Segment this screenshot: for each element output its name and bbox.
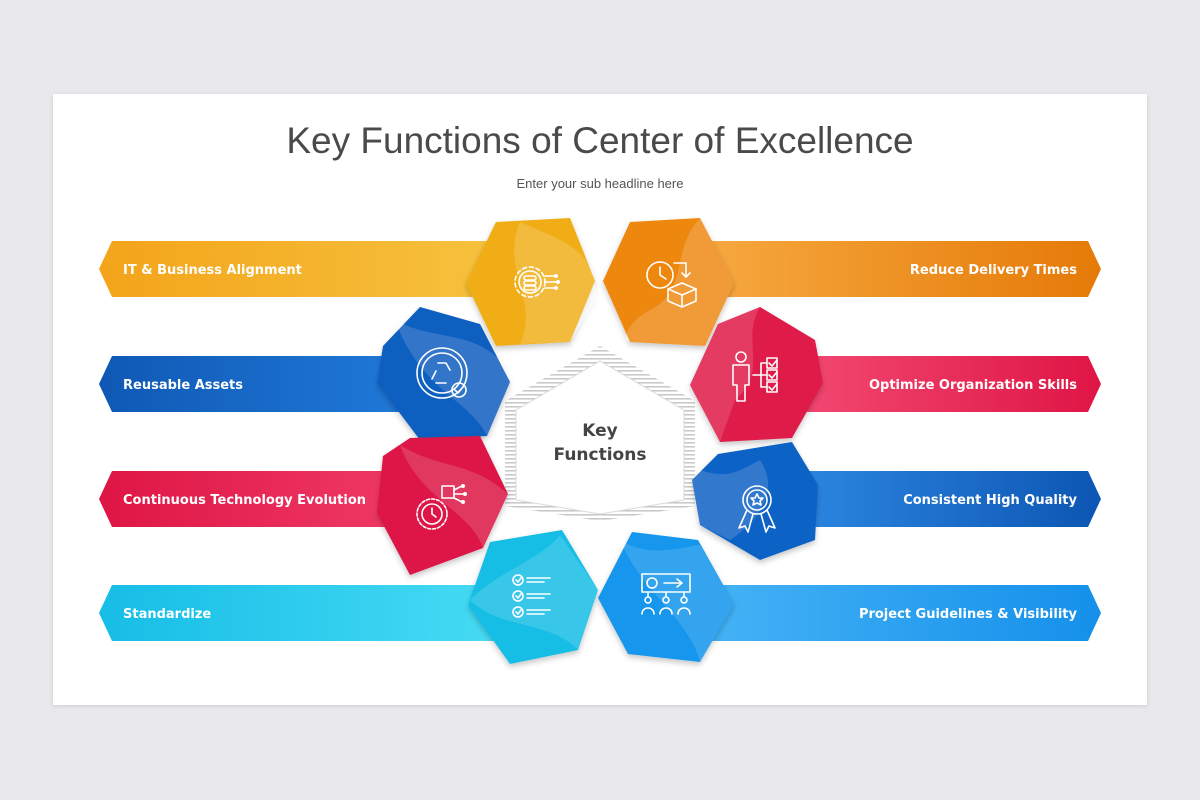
- banner-continuous-technology-evolution: Continuous Technology Evolution: [99, 471, 410, 527]
- center-hub: Key Functions: [505, 346, 695, 521]
- banner-consistent-high-quality: Consistent High Quality: [790, 471, 1101, 527]
- banner-reusable-assets: Reusable Assets: [99, 356, 410, 412]
- banner-label: IT & Business Alignment: [123, 263, 302, 278]
- hex-it-business-alignment: [466, 218, 596, 346]
- banner-project-guidelines-visibility: Project Guidelines & Visibility: [700, 585, 1101, 641]
- center-label-line2: Functions: [554, 445, 647, 465]
- banner-shape: [99, 356, 410, 412]
- banner-label: Reduce Delivery Times: [910, 263, 1077, 278]
- person-checklist-icon: [732, 351, 778, 402]
- banner-shape: [99, 585, 500, 641]
- hex-standardize: [468, 530, 598, 664]
- banner-label: Project Guidelines & Visibility: [859, 607, 1078, 622]
- page-title: Key Functions of Center of Excellence: [286, 120, 914, 161]
- hex-consistent-high-quality: [692, 442, 818, 560]
- banner-shape: [790, 471, 1101, 527]
- banner-shape: [700, 585, 1101, 641]
- team-presentation-icon: [641, 573, 691, 615]
- hex-highlight: [620, 540, 734, 662]
- hex-continuous-technology-evolution: [377, 436, 508, 575]
- hex-highlight: [690, 307, 760, 442]
- banner-reduce-delivery-times: Reduce Delivery Times: [700, 241, 1101, 297]
- hex-optimize-organization-skills: [690, 307, 823, 442]
- clock-box-icon: [646, 261, 697, 308]
- banner-label: Reusable Assets: [123, 378, 243, 393]
- banner-shape: [700, 241, 1101, 297]
- hex-highlight: [470, 535, 598, 650]
- page-subtitle: Enter your sub headline here: [516, 176, 684, 191]
- award-badge-icon: [738, 485, 776, 533]
- banner-label: Consistent High Quality: [903, 493, 1077, 508]
- hex-project-guidelines-visibility: [598, 532, 734, 662]
- banner-standardize: Standardize: [99, 585, 500, 641]
- center-hexagon: [515, 360, 685, 515]
- banner-shape: [99, 241, 500, 297]
- banner-optimize-organization-skills: Optimize Organization Skills: [790, 356, 1101, 412]
- recycle-circle-icon: [416, 347, 468, 399]
- hex-shape: [377, 436, 508, 575]
- hex-highlight: [395, 320, 510, 436]
- center-label-line1: Key: [582, 421, 618, 441]
- settings-database-icon: [514, 266, 560, 298]
- hex-highlight: [626, 218, 734, 346]
- hex-highlight: [692, 460, 769, 540]
- hex-reduce-delivery-times: [603, 218, 734, 346]
- hex-reusable-assets: [377, 307, 510, 440]
- checklist-icon: [512, 574, 551, 618]
- banner-it-business-alignment: IT & Business Alignment: [99, 241, 500, 297]
- clock-chip-icon: [416, 484, 467, 530]
- banner-label: Continuous Technology Evolution: [123, 493, 366, 508]
- banner-shape: [99, 471, 410, 527]
- hex-highlight: [514, 222, 596, 344]
- banner-label: Standardize: [123, 607, 211, 622]
- banner-label: Optimize Organization Skills: [869, 378, 1077, 393]
- banner-shape: [790, 356, 1101, 412]
